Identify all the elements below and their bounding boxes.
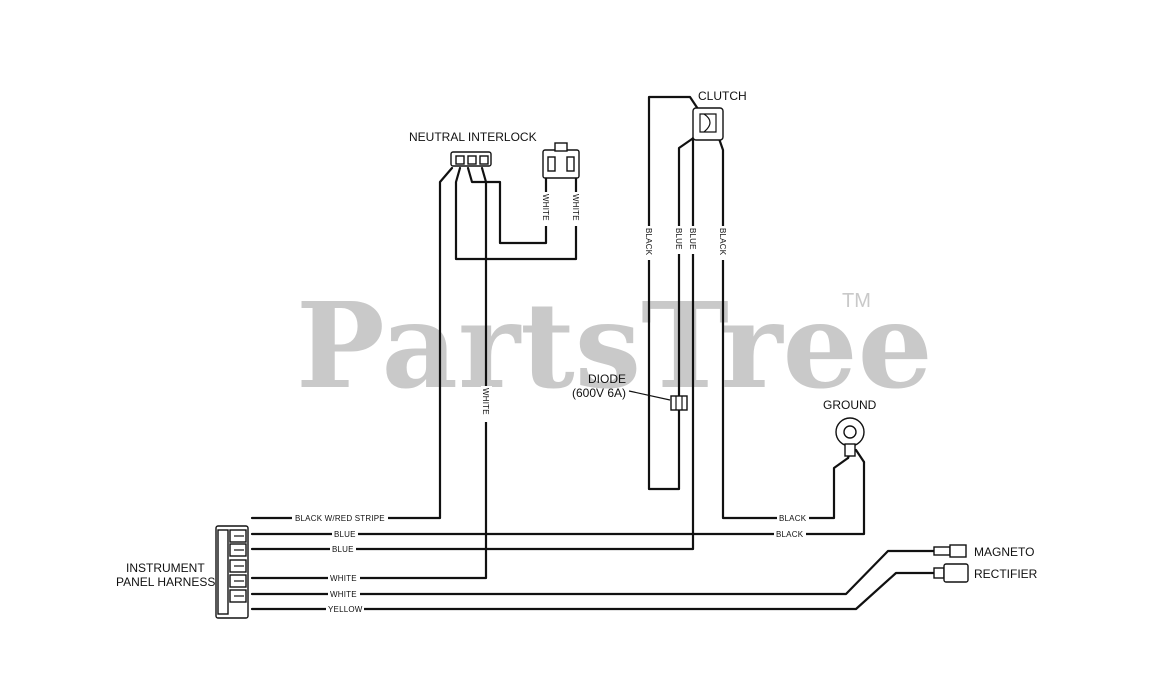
rectifier-connector <box>933 563 969 583</box>
label-clutch-blue-1: BLUE <box>674 228 683 250</box>
magneto-connector <box>933 544 967 558</box>
ground-ring-terminal <box>835 417 865 457</box>
clutch-connector <box>692 107 724 141</box>
label-diode-rating: (600V 6A) <box>572 386 626 400</box>
wire-interlock-bridge <box>466 166 548 245</box>
watermark-brand: PartsTree <box>296 276 933 415</box>
wire-clutch-black-left <box>647 95 707 491</box>
wire-interlock-loop <box>454 166 578 261</box>
label-black-lower: BLACK <box>776 530 804 539</box>
label-black-red-stripe: BLACK W/RED STRIPE <box>295 514 385 523</box>
label-white-vertical: WHITE <box>481 388 490 415</box>
label-magneto: MAGNETO <box>974 545 1034 559</box>
label-instrument: INSTRUMENT <box>126 561 205 575</box>
instrument-panel-connector <box>215 525 249 619</box>
label-yellow: YELLOW <box>328 605 363 614</box>
label-neutral-interlock: NEUTRAL INTERLOCK <box>409 130 537 144</box>
watermark-trademark: TM <box>842 290 871 312</box>
wire-white-vertical <box>250 166 488 580</box>
label-clutch-black-right: BLACK <box>718 228 727 256</box>
neutral-interlock-switch <box>450 151 492 167</box>
label-rectifier: RECTIFIER <box>974 567 1038 581</box>
label-clutch-black-left: BLACK <box>644 228 653 256</box>
wire-yellow-rectifier <box>250 571 936 611</box>
label-clutch: CLUTCH <box>698 89 747 103</box>
label-black-ground: BLACK <box>779 514 807 523</box>
wire-white-magneto <box>250 549 936 596</box>
label-ground: GROUND <box>823 398 877 412</box>
label-clutch-blue-2: BLUE <box>688 228 697 250</box>
wire-blue-1 <box>250 460 866 536</box>
diode <box>628 362 688 456</box>
interlock-connector <box>542 142 580 179</box>
label-white-interlock-2: WHITE <box>571 194 580 221</box>
label-white-interlock-1: WHITE <box>541 194 550 221</box>
label-white-harness-2: WHITE <box>330 590 357 599</box>
label-diode: DIODE <box>588 372 626 386</box>
label-white-harness-1: WHITE <box>330 574 357 583</box>
label-panel-harness: PANEL HARNESS <box>116 575 215 589</box>
label-blue-1: BLUE <box>334 530 356 539</box>
label-blue-2: BLUE <box>332 545 354 554</box>
